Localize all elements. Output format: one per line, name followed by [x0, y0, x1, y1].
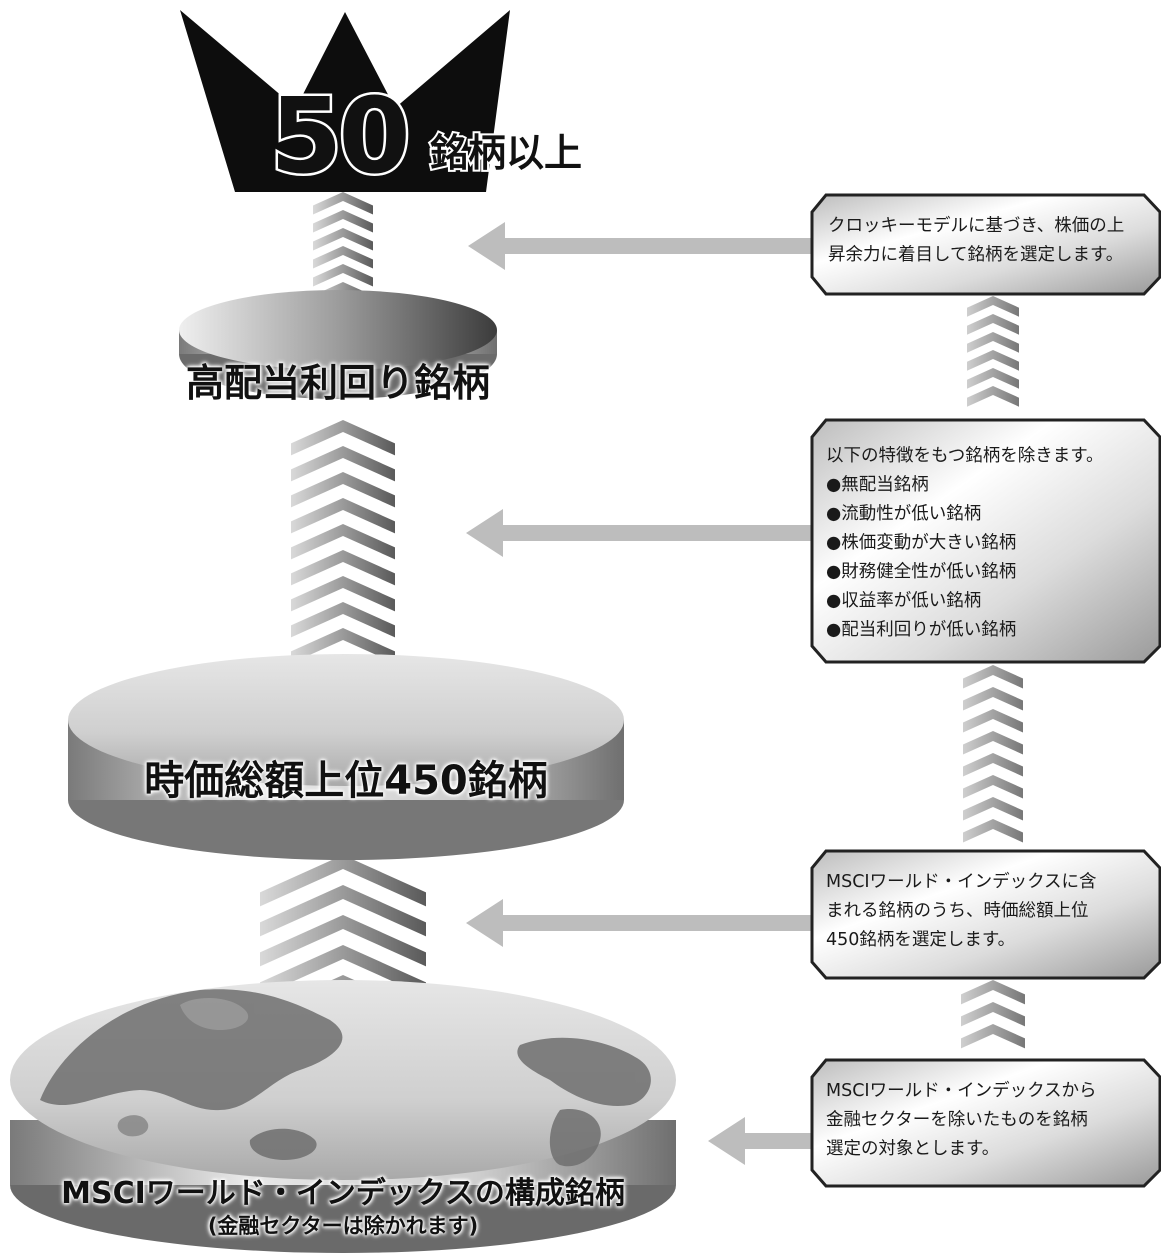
note-line: MSCIワールド・インデックスから [826, 1081, 1097, 1101]
tier-label-msci-world: MSCIワールド・インデックスの構成銘柄 [61, 1176, 625, 1211]
chevron-mark [291, 446, 395, 482]
chevron-mark [967, 314, 1019, 335]
chevron-mark [313, 192, 373, 215]
crown-unit-label: 銘柄以上 [428, 131, 584, 175]
chevron-mark [313, 264, 373, 287]
exclude-item: ●無配当銘柄 [826, 475, 929, 495]
chevron-mark [961, 1002, 1025, 1027]
note-box-exclude [810, 418, 1161, 664]
note-line: まれる銘柄のうち、時価総額上位 [826, 901, 1089, 921]
note-intro: 以下の特徴をもつ銘柄を除きます。 [826, 446, 1104, 466]
note-line: 昇余力に着目して銘柄を選定します。 [828, 245, 1124, 265]
disk-high-dividend [179, 290, 497, 399]
chevron-mark [291, 472, 395, 508]
chevron-mark [961, 980, 1025, 1005]
chevron-mark [291, 524, 395, 560]
chevron-column-middle [291, 420, 395, 690]
chevron-mark [291, 602, 395, 638]
chevron-mark [260, 855, 426, 907]
chevron-mark [291, 550, 395, 586]
note-line: 金融セクターを除いたものを銘柄 [826, 1110, 1088, 1130]
chevron-connector-2 [963, 665, 1023, 843]
crown-icon [180, 10, 510, 192]
chevron-mark [313, 246, 373, 269]
note-line: 450銘柄を選定します。 [826, 930, 1016, 950]
disk-top-450 [68, 654, 624, 860]
chevron-mark [963, 797, 1023, 821]
arrow-left-4 [708, 1117, 815, 1165]
note-box-top450 [810, 849, 1161, 980]
chevron-mark [963, 819, 1023, 843]
exclude-item: ●流動性が低い銘柄 [826, 504, 982, 524]
note-text-clockey: クロッキーモデルに基づき、株価の上 昇余力に着目して銘柄を選定します。 [828, 212, 1124, 270]
note-text-top450: MSCIワールド・インデックスに含 まれる銘柄のうち、時価総額上位 450銘柄を… [826, 868, 1097, 955]
crown-number: 50 [268, 75, 414, 197]
arrow-left-3 [466, 899, 815, 947]
chevron-mark [967, 296, 1019, 317]
tier-label-high-dividend: 高配当利回り銘柄 [185, 361, 490, 405]
chevron-connector-1 [967, 296, 1019, 407]
chevron-mark [313, 210, 373, 233]
chevron-mark [260, 945, 426, 997]
chevron-mark [291, 498, 395, 534]
exclude-item: ●収益率が低い銘柄 [826, 591, 982, 611]
chevron-mark [963, 753, 1023, 777]
chevron-mark [260, 885, 426, 937]
chevron-mark [291, 628, 395, 664]
tier-note-msci-world: (金融セクターは除かれます) [207, 1214, 479, 1238]
chevron-mark [967, 368, 1019, 389]
world-map-icon [40, 989, 651, 1167]
chevron-mark [967, 350, 1019, 371]
note-text-exclude: 以下の特徴をもつ銘柄を除きます。 ●無配当銘柄 ●流動性が低い銘柄 ●株価変動が… [826, 442, 1104, 645]
exclude-item: ●財務健全性が低い銘柄 [826, 562, 1017, 582]
chevron-mark [963, 709, 1023, 733]
exclude-item: ●配当利回りが低い銘柄 [826, 620, 1017, 640]
arrow-left-2 [466, 509, 815, 557]
chevron-mark [967, 386, 1019, 407]
chevron-mark [963, 665, 1023, 689]
tier-label-top-450: 時価総額上位450銘柄 [144, 758, 548, 804]
arrow-left-1 [468, 222, 815, 270]
chevron-connector-3 [961, 980, 1025, 1049]
note-box-clockey [810, 193, 1161, 296]
chevron-mark [291, 420, 395, 456]
chevron-mark [963, 731, 1023, 755]
chevron-mark [963, 687, 1023, 711]
chevron-mark [967, 332, 1019, 353]
chevron-mark [260, 915, 426, 967]
chevron-mark [291, 576, 395, 612]
chevron-mark [961, 1024, 1025, 1049]
exclude-item: ●株価変動が大きい銘柄 [826, 533, 1017, 553]
note-line: 選定の対象とします。 [826, 1139, 1000, 1159]
chevron-mark [963, 775, 1023, 799]
disk-msci-world [10, 980, 676, 1253]
note-line: クロッキーモデルに基づき、株価の上 [828, 216, 1125, 236]
note-line: MSCIワールド・インデックスに含 [826, 872, 1097, 892]
note-text-universe: MSCIワールド・インデックスから 金融セクターを除いたものを銘柄 選定の対象と… [826, 1077, 1097, 1164]
note-box-universe [810, 1058, 1161, 1188]
chevron-mark [313, 228, 373, 251]
